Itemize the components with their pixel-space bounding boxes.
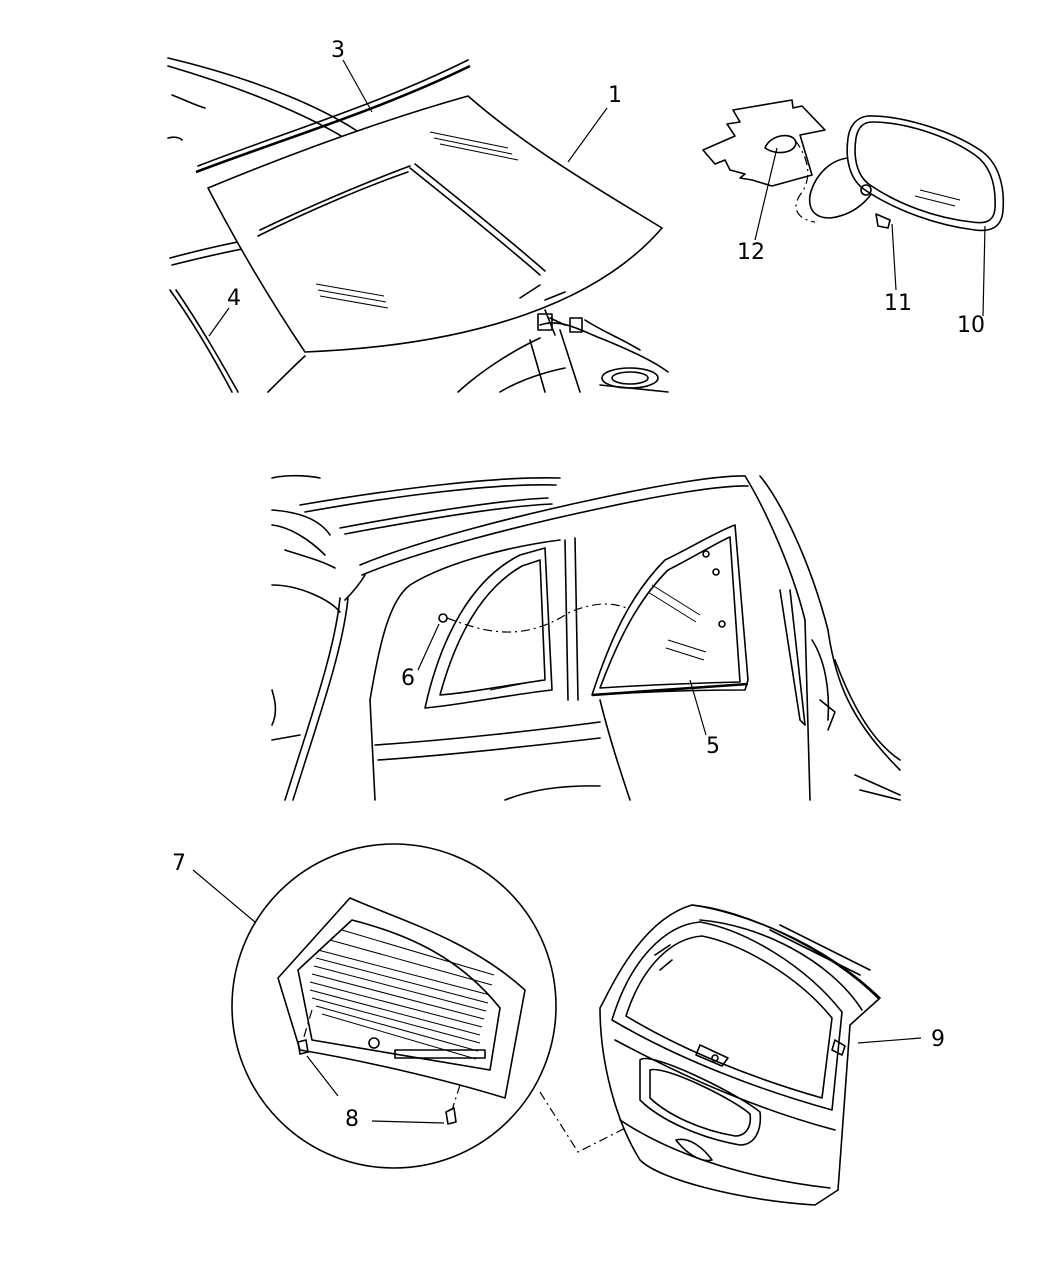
callout-4: 4 (227, 286, 241, 311)
callout-9: 9 (931, 1027, 945, 1052)
quarter-window-opening (424, 547, 553, 709)
clip-part-8-upper (297, 1039, 309, 1055)
callout-10: 10 (957, 313, 985, 338)
screw-part-11 (875, 213, 891, 229)
callout-12: 12 (737, 240, 765, 265)
callout-1: 1 (608, 83, 622, 108)
detail-circle-part-7 (231, 843, 557, 1169)
callout-6: 6 (401, 666, 415, 691)
rear-quarter-glass-view (271, 474, 901, 801)
callout-11: 11 (884, 291, 912, 316)
vehicle-rear-body (271, 474, 901, 801)
callout-3: 3 (331, 38, 345, 63)
liftgate-glass-in-detail (277, 897, 526, 1099)
callout-labels: 1 3 4 5 6 7 8 9 10 11 12 (172, 38, 985, 1132)
leader-lines (192, 59, 986, 1124)
mirror-bracket-part-12 (702, 99, 826, 187)
rear-view-mirror-view (702, 99, 1005, 232)
liftgate-glass-view (231, 843, 881, 1206)
callout-8: 8 (345, 1107, 359, 1132)
clip-part-8-lower (445, 1107, 457, 1125)
reveal-molding-part-3 (195, 64, 471, 174)
vehicle-front-body (167, 57, 669, 393)
rear-view-mirror-part-10 (846, 115, 1005, 232)
callout-5: 5 (706, 734, 720, 759)
windshield-view (167, 57, 669, 393)
callout-7: 7 (172, 851, 186, 876)
quarter-glass-part-5 (591, 524, 749, 696)
windshield-glass-part-1 (207, 95, 663, 353)
liftgate-assembly (599, 904, 881, 1206)
nut-part-6 (438, 613, 448, 623)
